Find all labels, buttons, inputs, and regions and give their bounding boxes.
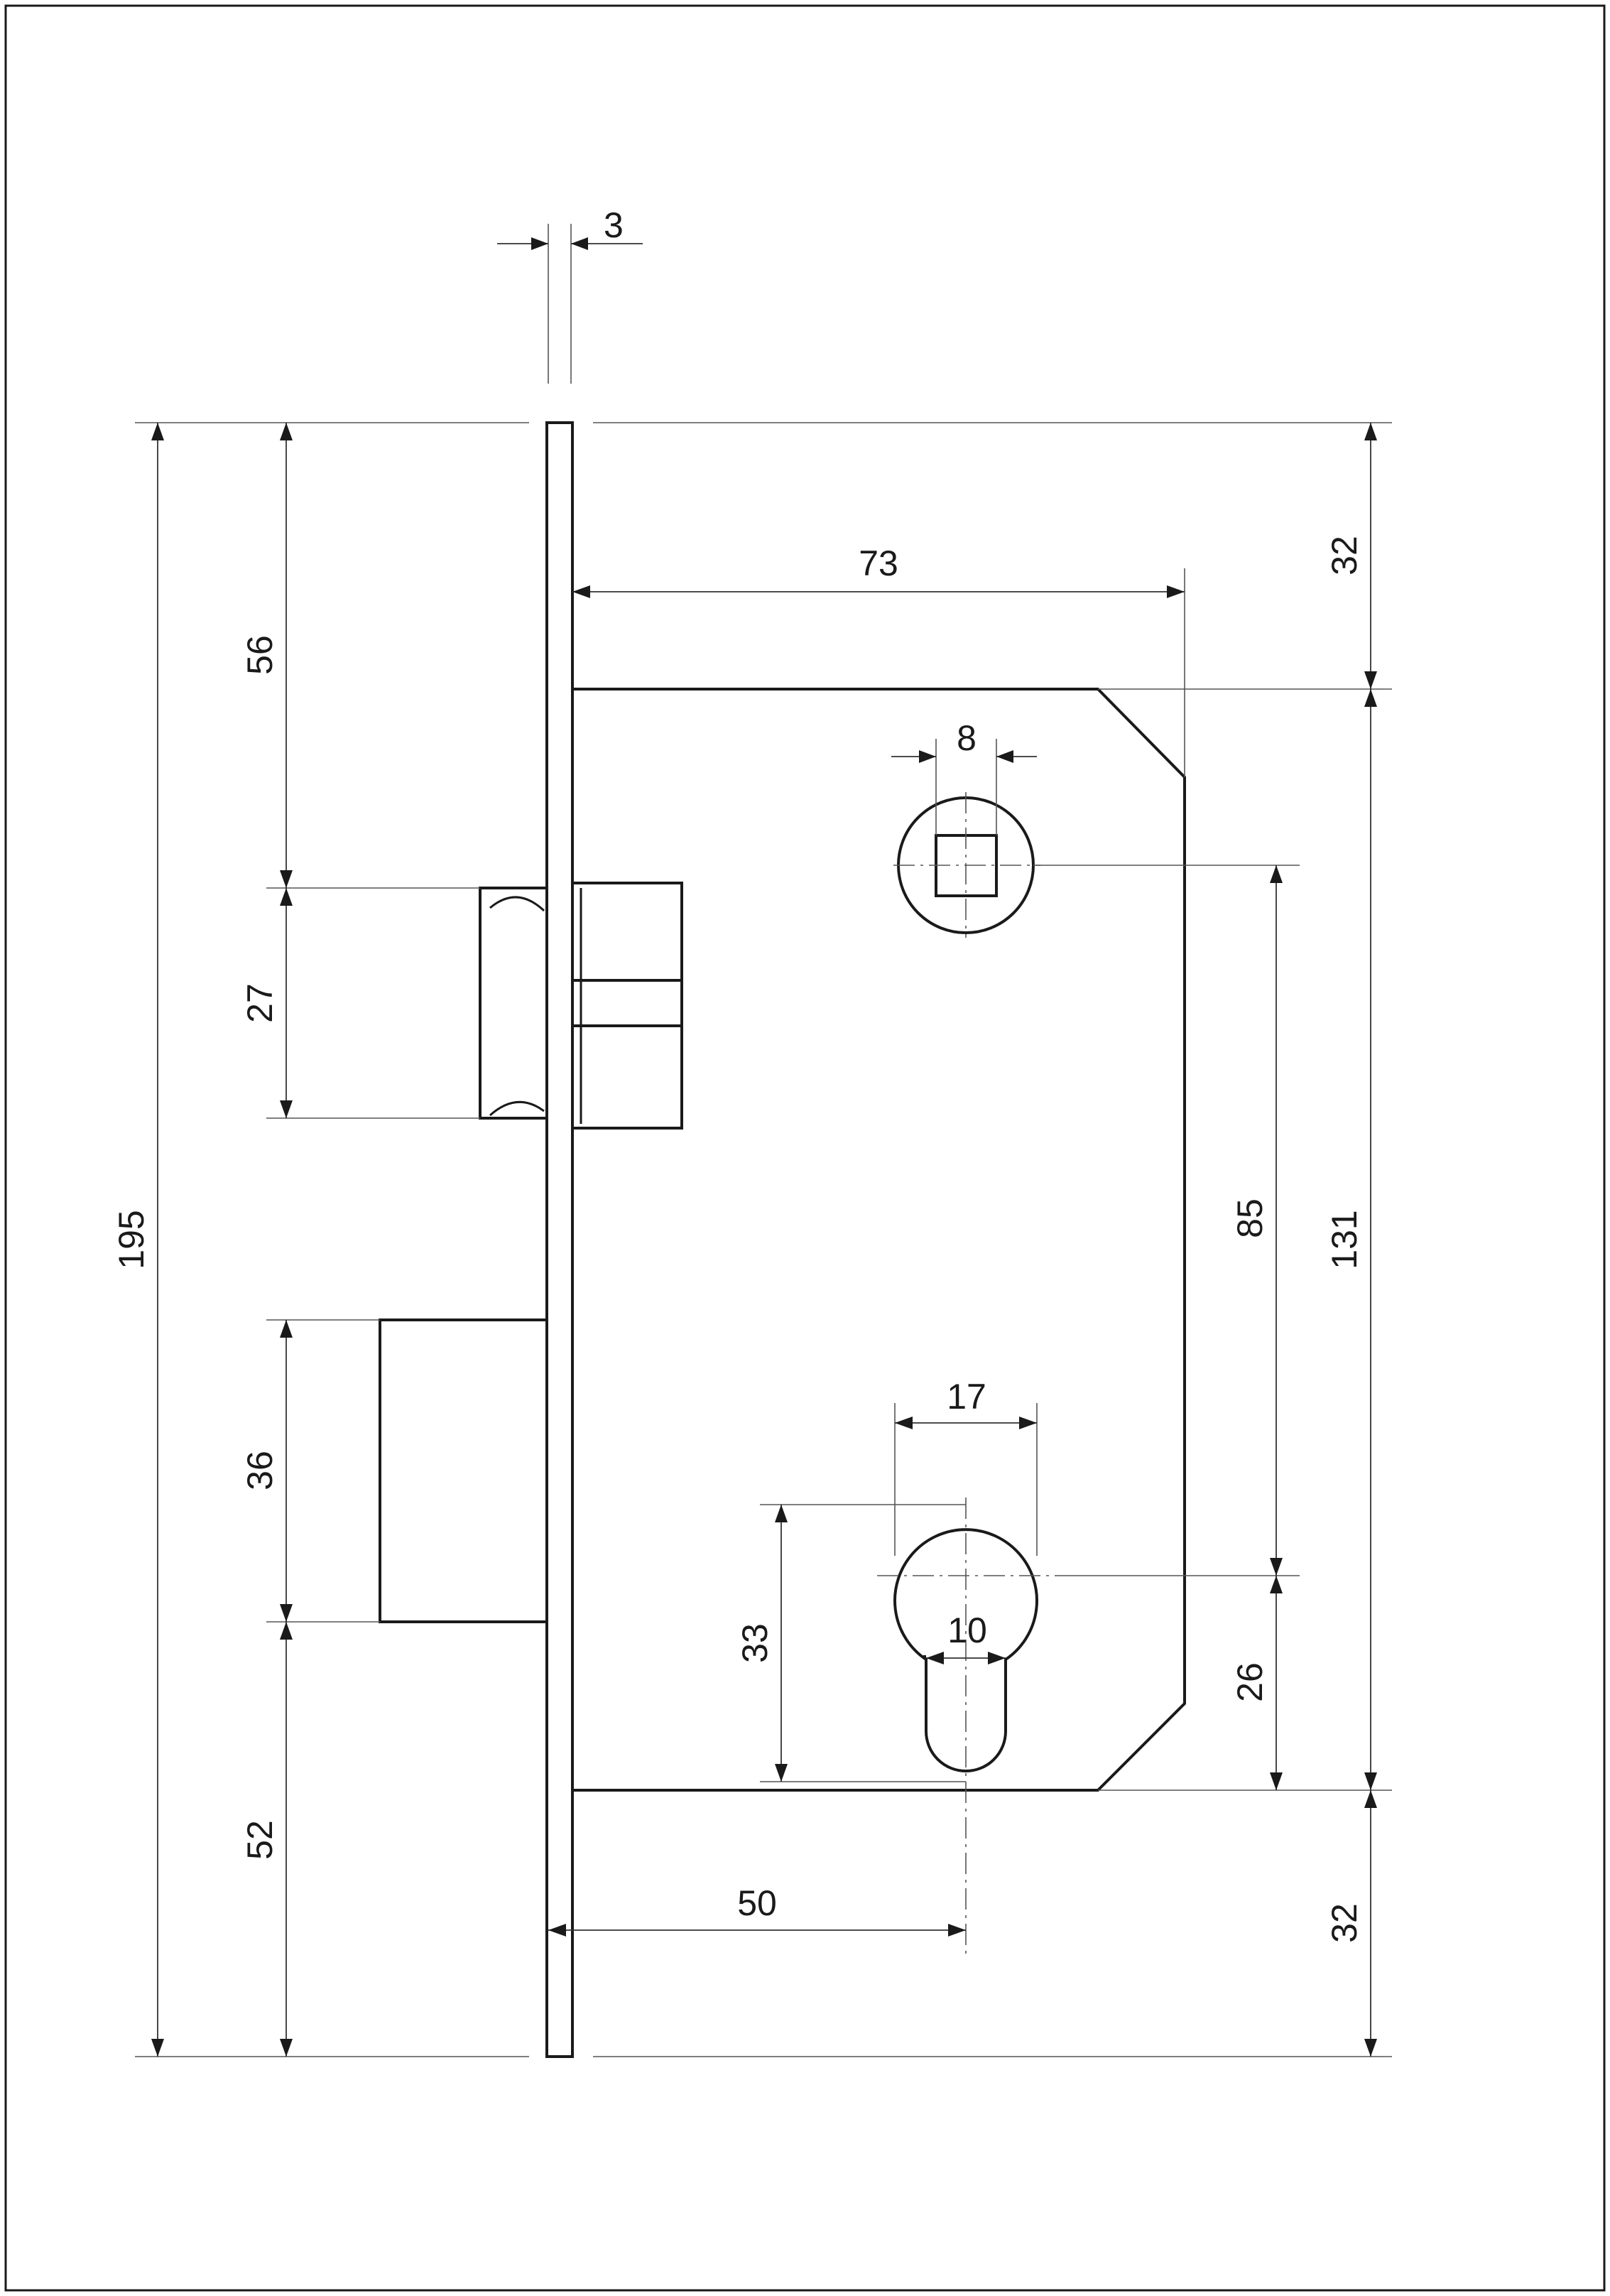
faceplate [545,421,574,2058]
dimension-lines [151,237,1377,2057]
dim-case-height: 131 [1325,1210,1364,1269]
dim-backset-top: 73 [859,543,898,583]
dim-backset-cylinder: 50 [737,1883,777,1923]
dim-faceplate-top-overhang: 32 [1325,536,1364,575]
dim-cylinder-to-case-bottom: 26 [1230,1662,1270,1702]
latch [479,882,683,1130]
dim-faceplate-bottom-overhang: 32 [1325,1903,1364,1943]
dim-cylinder-width: 17 [947,1377,986,1417]
dim-centre-distance: 85 [1230,1198,1270,1238]
extension-lines [135,224,1392,2057]
dim-bolt-height: 36 [240,1451,280,1490]
dim-faceplate-thickness: 3 [604,205,624,245]
dim-bolt-offset-bottom: 52 [240,1820,280,1860]
cylinder-hole [877,1498,1055,1954]
deadbolt [379,1318,548,1623]
sheet-border [4,4,1606,2292]
lock-case [572,688,1186,1792]
dimension-labels: 3 195 56 27 36 52 73 8 32 131 32 85 26 1… [111,205,1364,1943]
dim-cylinder-slot-width: 10 [947,1610,987,1650]
dim-latch-offset-top: 56 [240,635,280,675]
dim-spindle-square: 8 [957,718,977,758]
dim-total-height: 195 [111,1210,151,1269]
dim-cylinder-height: 33 [735,1623,775,1663]
dim-latch-height: 27 [240,983,280,1023]
spindle-hub [893,792,1040,938]
